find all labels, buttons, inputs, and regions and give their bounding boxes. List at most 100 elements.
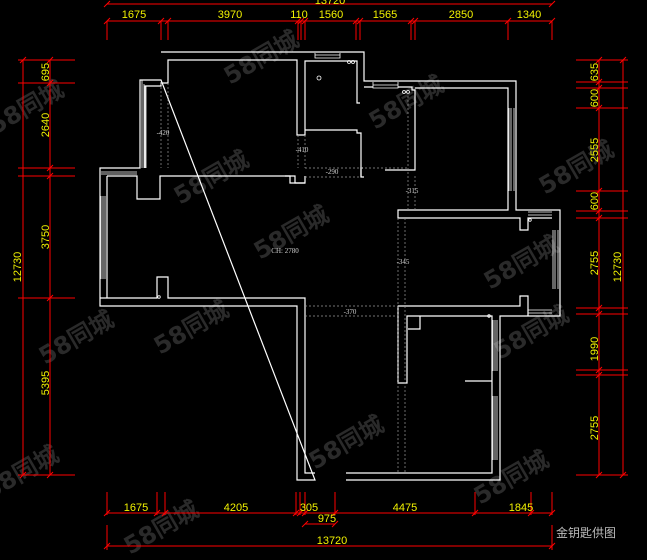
- watermark: 58同城: [249, 200, 333, 265]
- dimension-label: 13720: [317, 535, 348, 547]
- pipe-icon: [351, 60, 355, 64]
- pipe-icon: [157, 295, 161, 299]
- bedroom-2-wall: [397, 87, 552, 231]
- ceiling-height-note: -315: [406, 187, 419, 195]
- dimension-label: 12730: [12, 252, 24, 283]
- dimension-tick: [595, 366, 603, 374]
- dimension-label: 1675: [124, 502, 148, 514]
- dimension-label: 5395: [40, 371, 52, 395]
- dimension-tick: [595, 207, 603, 215]
- dimension-tick: [161, 509, 169, 517]
- watermark: 58同城: [304, 410, 388, 475]
- dimension-label: 635: [589, 63, 601, 81]
- dimension-tick: [595, 310, 603, 318]
- dimension-tick: [595, 187, 603, 195]
- dimension-label: 695: [40, 63, 52, 81]
- dimension-tick: [548, 0, 556, 8]
- dimension-label: 305: [300, 502, 318, 514]
- ceiling-height-note: -370: [344, 308, 357, 316]
- pipe-icon: [528, 218, 532, 222]
- dimension-tick: [103, 509, 111, 517]
- image-credit: 金钥匙供图: [556, 526, 617, 540]
- dimension-label: 1340: [517, 9, 541, 21]
- dimension-tick: [292, 509, 300, 517]
- dimension-tick: [103, 0, 111, 8]
- pipe-icon: [487, 314, 491, 318]
- dimension-label: 12730: [612, 252, 624, 283]
- watermark: 58同城: [149, 295, 233, 360]
- ceiling-height-note: -345: [397, 258, 410, 266]
- dimension-label: 600: [589, 89, 601, 107]
- watermark: 58同城: [219, 25, 303, 90]
- dimension-label: 2850: [449, 9, 473, 21]
- dimension-tick: [46, 172, 54, 180]
- dimension-tick: [103, 17, 111, 25]
- window: [492, 320, 498, 460]
- watermark: 58同城: [0, 440, 63, 505]
- dimension-label: 1560: [319, 9, 343, 21]
- watermark: 58同城: [364, 70, 448, 135]
- dimension-tick: [619, 471, 627, 479]
- dimension-tick: [595, 56, 603, 64]
- dimension-tick: [301, 17, 309, 25]
- dimension-label: 3750: [40, 225, 52, 249]
- dimension-tick: [153, 509, 161, 517]
- dimension-tick: [595, 104, 603, 112]
- window: [528, 211, 559, 314]
- dimension-label: 4475: [393, 502, 417, 514]
- dimension-tick: [46, 56, 54, 64]
- dimension-label: 2555: [589, 138, 601, 162]
- outer-wall: [99, 51, 561, 481]
- dimension-label: 1990: [589, 337, 601, 361]
- dimension-tick: [301, 509, 309, 517]
- dimension-label: 2755: [589, 416, 601, 440]
- dimension-label: 1845: [509, 502, 533, 514]
- dimension-label: 600: [589, 192, 601, 210]
- dimension-tick: [595, 371, 603, 379]
- dimension-tick: [46, 471, 54, 479]
- ceiling-height-note: CH: 2780: [271, 247, 299, 255]
- dimension-label: 3970: [218, 9, 242, 21]
- dimension-tick: [352, 17, 360, 25]
- watermark: 58同城: [534, 135, 618, 200]
- windows: [100, 53, 559, 460]
- beam-lines: [160, 83, 416, 473]
- dimension-label: 1675: [122, 9, 146, 21]
- dimension-tick: [46, 164, 54, 172]
- dimension-tick: [595, 214, 603, 222]
- dimension-tick: [294, 17, 302, 25]
- dimension-tick: [296, 509, 304, 517]
- walls: [99, 51, 561, 481]
- dimension-tick: [356, 17, 364, 25]
- window: [141, 80, 147, 168]
- dimension-label: 1565: [373, 9, 397, 21]
- dimension-label: 2755: [589, 251, 601, 275]
- dimension-tick: [504, 17, 512, 25]
- dimension-tick: [157, 17, 165, 25]
- dimension-tick: [619, 56, 627, 64]
- dimension-tick: [595, 78, 603, 86]
- dimension-tick: [527, 509, 535, 517]
- bedroom-3-wall: [346, 295, 529, 474]
- watermark: 58同城: [469, 445, 553, 510]
- dimension-tick: [301, 520, 309, 528]
- window: [101, 171, 137, 175]
- dimension-tick: [331, 509, 339, 517]
- window: [508, 108, 515, 191]
- kitchen-wall: [285, 167, 363, 184]
- watermark: 58同城: [0, 75, 68, 140]
- dimension-tick: [407, 17, 415, 25]
- bathroom-wall: [364, 86, 416, 171]
- drain-icon: [316, 75, 322, 81]
- dimension-tick: [471, 509, 479, 517]
- window: [100, 196, 106, 279]
- dimension-tick: [595, 471, 603, 479]
- ceiling-height-note: -420: [157, 129, 170, 137]
- dimension-label: 975: [318, 513, 336, 525]
- watermark: 58同城: [34, 305, 118, 370]
- dimension-tick: [595, 84, 603, 92]
